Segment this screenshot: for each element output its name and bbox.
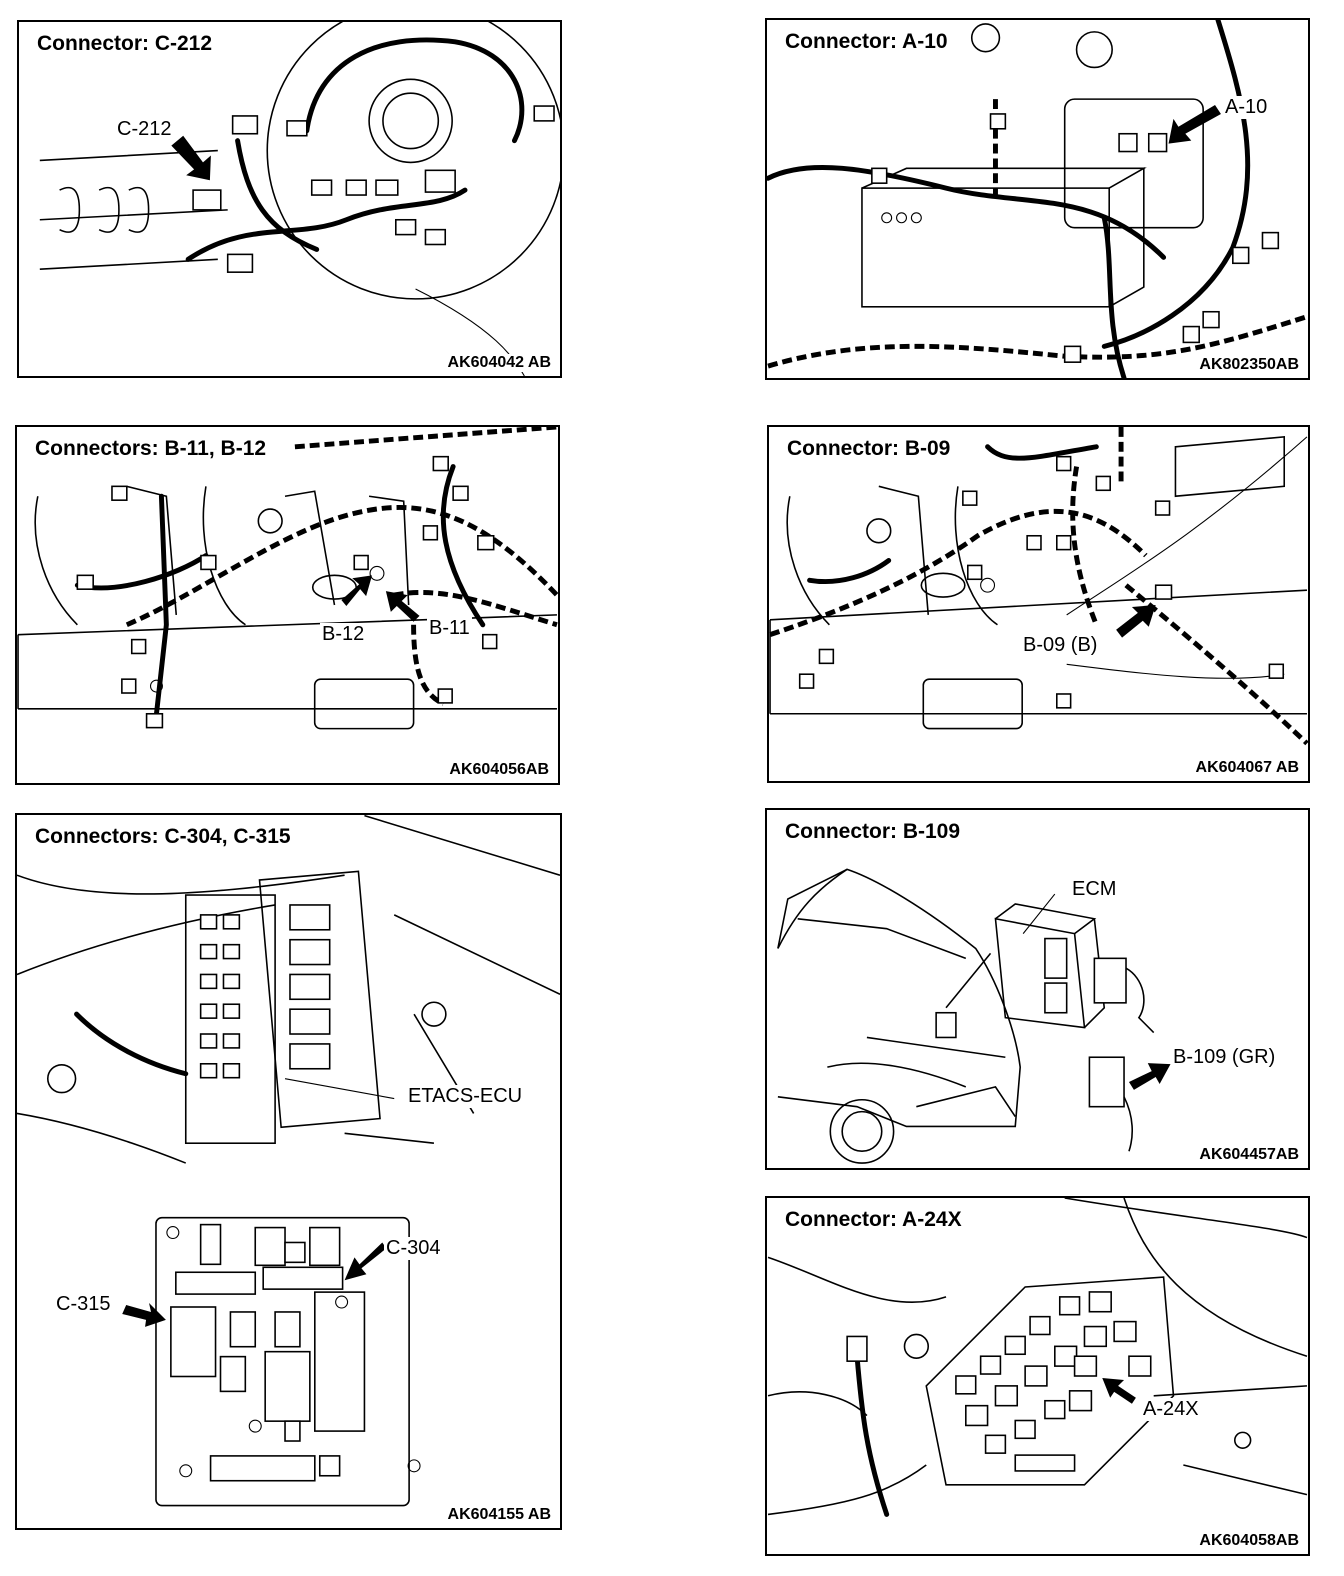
b12-label: B-12 [320,623,367,646]
c304-label: C-304 [384,1237,443,1260]
c212-figure-code: AK604042 AB [444,354,554,372]
c304-c315-figure-code: AK604155 AB [444,1506,554,1524]
c304-c315-title: Connectors: C-304, C-315 [31,825,295,849]
b11-b12-figure-code: AK604056AB [446,761,552,779]
b09-title: Connector: B-09 [783,437,955,461]
b109-illustration [777,868,1171,1164]
diagram-panel-c304-c315: Connectors: C-304, C-315 ETACS-ECU C-304… [15,813,562,1530]
c315-label: C-315 [54,1293,113,1316]
b11-b12-illustration [17,427,558,730]
a24x-label: A-24X [1141,1398,1201,1421]
a24x-figure-code: AK604058AB [1196,1532,1302,1550]
b11-label: B-11 [427,617,472,640]
etacs-ecu-label: ETACS-ECU [406,1085,525,1108]
a10-label: A-10 [1223,96,1270,119]
diagram-panel-c212: Connector: C-212 C-212 AK604042 AB [17,20,562,378]
diagram-panel-a10: Connector: A-10 A-10 AK802350AB [765,18,1310,380]
b11-b12-title: Connectors: B-11, B-12 [31,437,271,461]
b09-figure-code: AK604067 AB [1192,759,1302,777]
diagram-panel-b09: Connector: B-09 B-09 (B) AK604067 AB [767,425,1310,783]
a10-figure-code: AK802350AB [1196,356,1302,374]
b09-illustration [769,427,1308,746]
b109-label: B-109 (GR) [1171,1046,1278,1069]
c212-label: C-212 [115,118,174,141]
a10-title: Connector: A-10 [781,30,952,54]
ecm-label: ECM [1070,878,1119,901]
a24x-title: Connector: A-24X [781,1208,966,1232]
diagram-panel-a24x: Connector: A-24X A-24X AK604058AB [765,1196,1310,1556]
c212-illustration [39,22,560,376]
diagram-panel-b11-b12: Connectors: B-11, B-12 B-12 B-11 AK60405… [15,425,560,785]
c304-c315-illustration [17,815,560,1507]
a10-illustration [767,20,1308,378]
a24x-illustration [767,1198,1308,1517]
c212-title: Connector: C-212 [33,32,217,56]
b109-figure-code: AK604457AB [1196,1146,1302,1164]
b09-label: B-09 (B) [1021,634,1100,657]
diagram-panel-b109: Connector: B-109 ECM B-109 (GR) AK604457… [765,808,1310,1170]
b109-title: Connector: B-109 [781,820,965,844]
